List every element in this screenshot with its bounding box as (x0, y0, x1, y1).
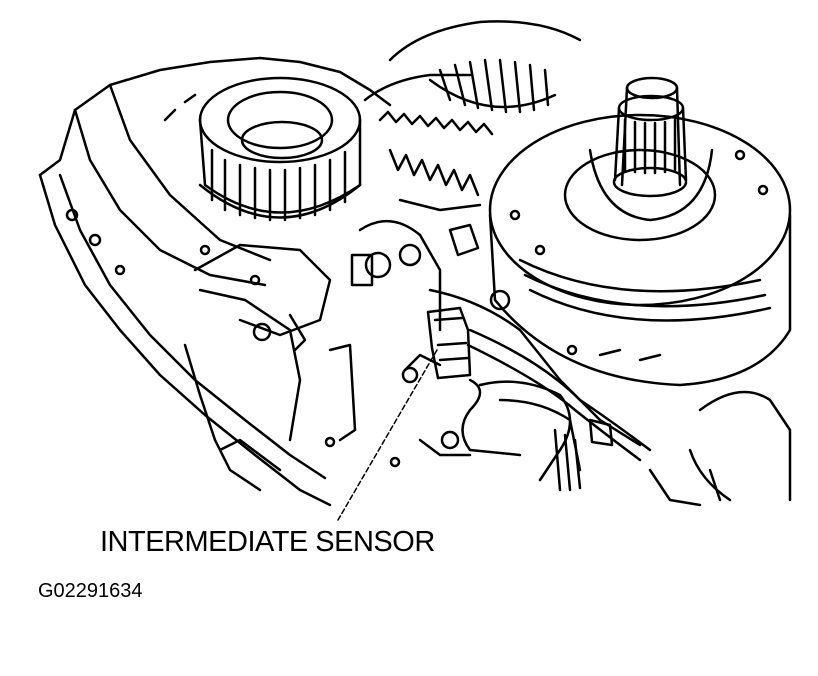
output-shaft (588, 76, 714, 222)
right-lower-case (648, 390, 792, 507)
intermediate-sensor-label: INTERMEDIATE SENSOR (100, 526, 435, 558)
left-drum-gear (198, 76, 362, 222)
intermediate-sensor-assembly (401, 306, 652, 492)
left-housing-outline (38, 56, 401, 507)
top-center-drum (388, 20, 582, 114)
right-drum (488, 113, 792, 387)
lower-valve-body (183, 219, 642, 492)
figure-id: G02291634 (38, 580, 143, 602)
center-gear-teeth (363, 73, 494, 212)
callout-leader-line (337, 349, 438, 521)
